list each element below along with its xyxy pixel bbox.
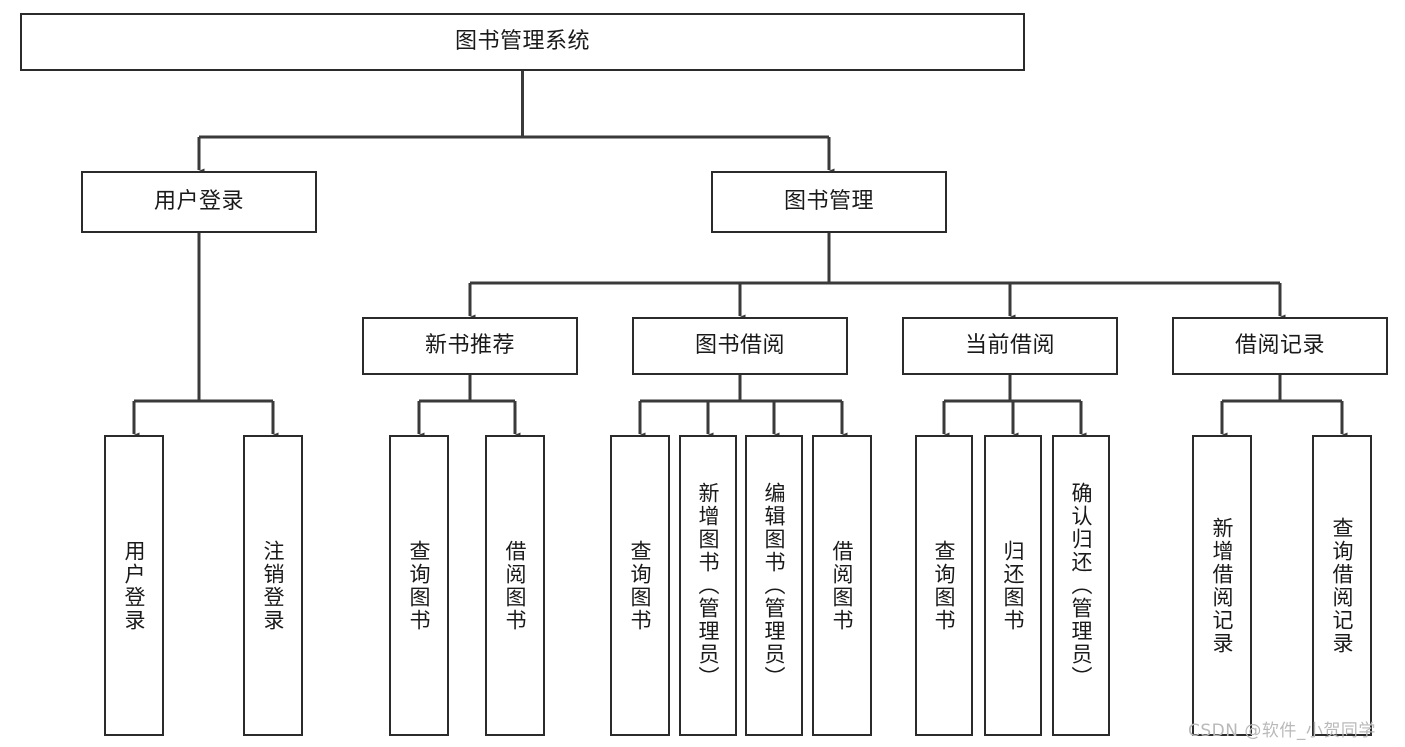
node-book-borrow[interactable]: 图书借阅 [632,317,848,375]
node-current-borrow[interactable]: 当前借阅 [902,317,1118,375]
node-br-query-record[interactable]: 查询借阅记录 [1312,435,1372,736]
node-label: 编辑图书（管理员） [762,482,787,689]
node-new-book-rec[interactable]: 新书推荐 [362,317,578,375]
node-user-login[interactable]: 用户登录 [81,171,317,233]
node-label: 借阅记录 [1234,333,1325,359]
node-label: 用户登录 [122,539,147,632]
node-label: 图书管理 [783,189,874,215]
node-borrow-record[interactable]: 借阅记录 [1172,317,1388,375]
node-label: 新增图书（管理员） [696,482,721,689]
node-label: 用户登录 [153,189,244,215]
node-label: 查询图书 [932,539,957,632]
node-login-action[interactable]: 用户登录 [104,435,164,736]
node-rec-borrow-book[interactable]: 借阅图书 [485,435,545,736]
node-root[interactable]: 图书管理系统 [20,13,1025,71]
node-label: 当前借阅 [964,333,1055,359]
node-cb-confirm[interactable]: 确认归还（管理员） [1052,435,1110,736]
node-label: 图书管理系统 [454,29,590,55]
node-cb-query-book[interactable]: 查询图书 [915,435,973,736]
node-logout-action[interactable]: 注销登录 [243,435,303,736]
node-label: 归还图书 [1001,539,1026,632]
node-label: 借阅图书 [830,539,855,632]
node-br-add-record[interactable]: 新增借阅记录 [1192,435,1252,736]
node-bb-borrow-book[interactable]: 借阅图书 [812,435,872,736]
node-label: 查询图书 [628,539,653,632]
node-label: 新书推荐 [424,333,515,359]
node-label: 查询借阅记录 [1330,516,1355,655]
node-book-mgmt[interactable]: 图书管理 [711,171,947,233]
node-bb-edit-book[interactable]: 编辑图书（管理员） [745,435,803,736]
node-rec-query-book[interactable]: 查询图书 [389,435,449,736]
node-bb-add-book[interactable]: 新增图书（管理员） [679,435,737,736]
node-bb-query-book[interactable]: 查询图书 [610,435,670,736]
node-label: 注销登录 [261,539,286,632]
node-label: 新增借阅记录 [1210,516,1235,655]
node-label: 查询图书 [407,539,432,632]
node-cb-return-book[interactable]: 归还图书 [984,435,1042,736]
node-label: 借阅图书 [503,539,528,632]
node-label: 图书借阅 [694,333,785,359]
node-label: 确认归还（管理员） [1069,482,1094,689]
csdn-watermark: CSDN @软件_小贺同学 [1188,721,1376,741]
